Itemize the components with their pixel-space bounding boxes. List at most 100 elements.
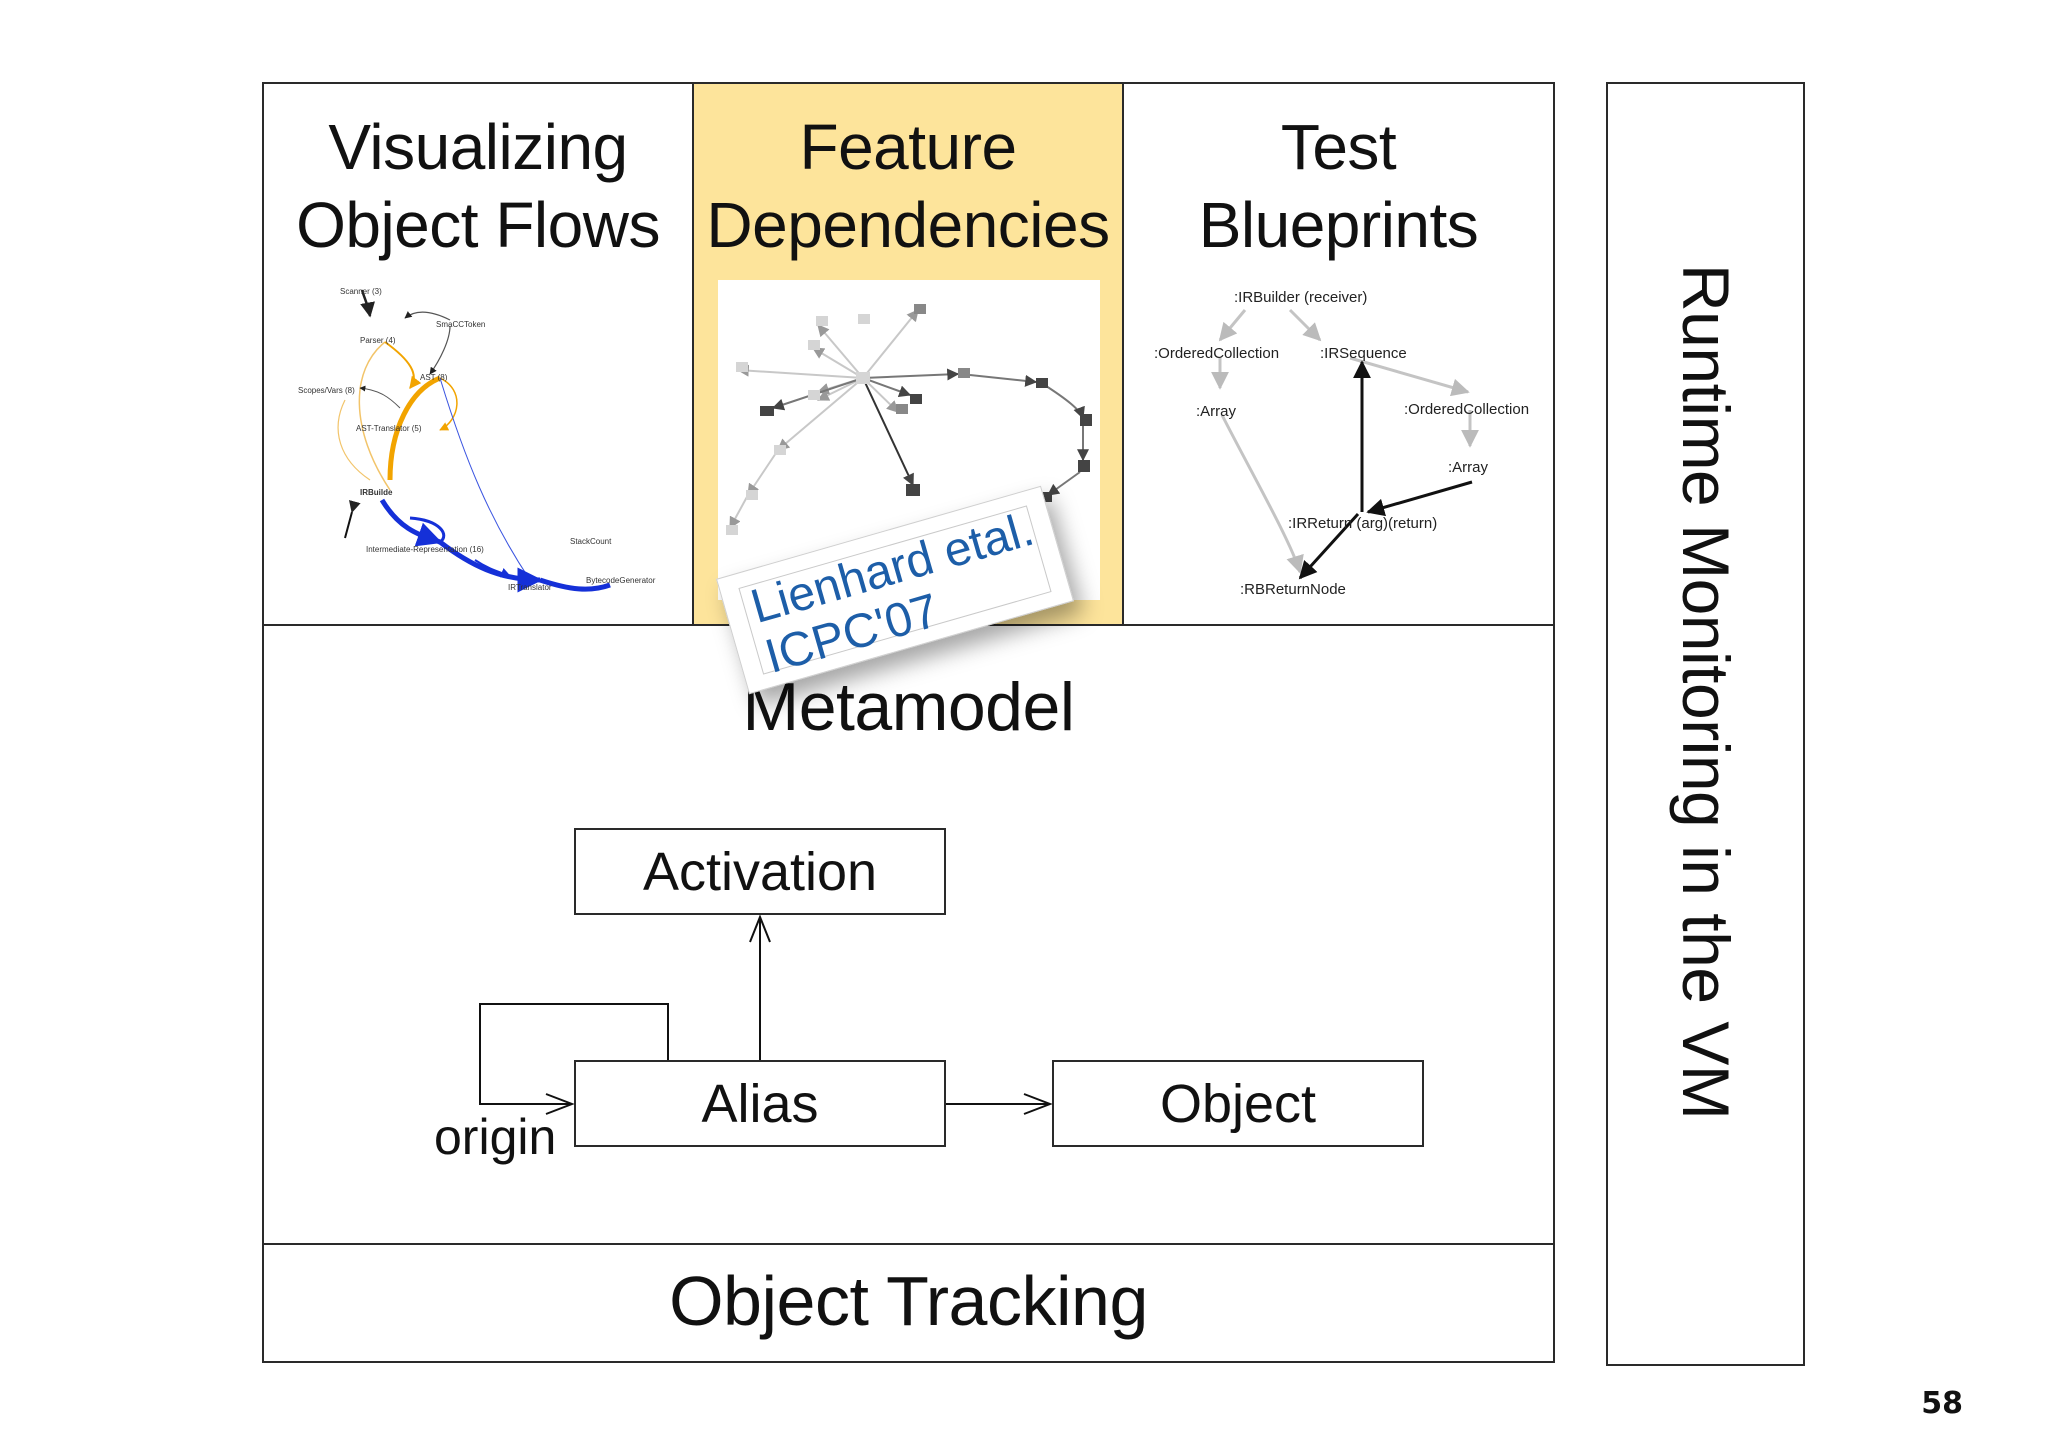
flow-label: Parser (4) — [360, 336, 396, 345]
test-blueprints-figure: :IRBuilder (receiver) :OrderedCollection… — [1154, 289, 1529, 598]
origin-label: origin — [434, 1109, 557, 1165]
blueprint-label: :IRSequence — [1320, 345, 1407, 362]
object-flows-figure: Scanner (3) SmaCCToken Parser (4) AST (8… — [298, 287, 656, 593]
flow-edge — [438, 540, 543, 593]
origin-arrowhead — [545, 1093, 575, 1115]
dep-edge — [969, 374, 1038, 387]
flow-edge — [359, 385, 401, 409]
dep-edge — [816, 377, 864, 401]
dep-edge — [729, 494, 749, 530]
flow-edge — [474, 559, 511, 578]
blueprint-label: :IRReturn (arg)(return) — [1288, 515, 1437, 532]
panel-title: Feature Dependencies — [694, 108, 1122, 264]
page-number: 58 — [1921, 1386, 1963, 1421]
dep-node — [774, 445, 786, 455]
flow-label: Scanner (3) — [340, 287, 382, 296]
blueprint-edge — [1288, 308, 1322, 342]
dep-node — [746, 490, 758, 500]
dep-edge — [777, 377, 864, 451]
dep-node — [808, 390, 820, 400]
dep-node — [736, 362, 748, 372]
blueprint-label: :IRBuilder (receiver) — [1234, 289, 1367, 306]
flow-edge — [439, 377, 458, 431]
dep-edge — [862, 309, 919, 379]
panel-title-line1: Feature — [799, 111, 1017, 183]
flow-edge — [404, 311, 451, 321]
blueprint-label: :Array — [1196, 403, 1237, 420]
flow-edge — [337, 399, 371, 481]
dep-node — [906, 484, 920, 496]
dep-edge — [862, 368, 960, 381]
dep-node — [1080, 414, 1092, 426]
flow-label: SmaCCToken — [436, 320, 485, 329]
panel-title-line2: Object Flows — [296, 189, 660, 261]
blueprint-label: :OrderedCollection — [1154, 345, 1279, 362]
dep-edge — [1047, 471, 1081, 496]
dep-node — [808, 340, 820, 350]
blueprint-edge — [1220, 414, 1304, 574]
dep-node — [1040, 492, 1052, 502]
flow-label: IRBuilde — [360, 488, 393, 497]
origin-self-loop — [479, 1003, 669, 1105]
dep-edge — [862, 377, 914, 487]
panel-title-line2: Blueprints — [1198, 189, 1479, 261]
dep-node — [914, 304, 926, 314]
runtime-monitoring-box: Runtime Monitoring in the VM — [1606, 82, 1805, 1366]
blueprint-label: :Array — [1448, 459, 1489, 476]
flow-label: Scopes/Vars (8) — [298, 386, 355, 395]
blueprint-label: :OrderedCollection — [1404, 401, 1529, 418]
dep-node — [896, 404, 908, 414]
flow-label: Intermediate-Representation (16) — [366, 545, 484, 554]
flow-edge — [344, 500, 361, 539]
dep-node — [1036, 378, 1048, 388]
dep-node — [910, 394, 922, 404]
flow-edge — [439, 377, 531, 581]
dep-edge — [862, 377, 912, 397]
flow-edge — [387, 375, 442, 481]
flow-edge — [379, 498, 443, 547]
blueprint-edge — [1366, 480, 1473, 517]
object-class: Object — [1052, 1060, 1424, 1147]
dep-node — [856, 372, 870, 384]
object-tracking-box: Object Tracking — [262, 1243, 1555, 1363]
panel-title: Test Blueprints — [1124, 108, 1553, 264]
panel-test-blueprints: Test Blueprints — [1122, 82, 1555, 626]
flow-label: StackCount — [570, 537, 612, 546]
flow-edge — [409, 516, 446, 544]
panel-title-line2: Dependencies — [706, 189, 1110, 261]
flow-edge — [384, 341, 422, 389]
flow-edge — [358, 341, 391, 491]
dep-edge — [811, 347, 864, 379]
flow-label: AST (8) — [420, 373, 448, 382]
dep-node — [858, 314, 870, 324]
metamodel-title: Metamodel — [742, 669, 1075, 745]
flow-edge — [429, 325, 451, 375]
flow-label: BytecodeGenerator — [586, 576, 656, 585]
panel-title-line1: Visualizing — [328, 111, 628, 183]
flow-edge — [360, 289, 375, 318]
flow-label: IRTranslator — [508, 583, 552, 592]
dep-node — [760, 406, 774, 416]
activation-class: Activation — [574, 828, 946, 915]
alias-label: Alias — [701, 1073, 819, 1134]
blueprint-edge — [1298, 512, 1360, 580]
activation-label: Activation — [642, 841, 878, 902]
dep-node — [816, 316, 828, 326]
object-label: Object — [1159, 1073, 1317, 1134]
runtime-monitoring-label: Runtime Monitoring in the VM — [1669, 264, 1743, 1120]
blueprint-edge — [1218, 309, 1247, 342]
dep-node — [1078, 460, 1090, 472]
dep-node — [726, 525, 738, 535]
flow-label: AST-Translator (5) — [356, 424, 422, 433]
dep-node — [958, 368, 970, 378]
object-tracking-label: Object Tracking — [669, 1262, 1148, 1340]
alias-to-activation-arrowhead — [749, 914, 771, 943]
panel-object-flows: Visualizing Object Flows — [262, 82, 694, 626]
dep-edge — [747, 449, 779, 496]
blueprint-label: :RBReturnNode — [1240, 581, 1346, 598]
panel-title-line1: Test — [1280, 111, 1397, 183]
alias-to-object-arrowhead — [1023, 1093, 1053, 1115]
flow-edge — [539, 577, 611, 592]
dep-edge — [736, 364, 864, 379]
